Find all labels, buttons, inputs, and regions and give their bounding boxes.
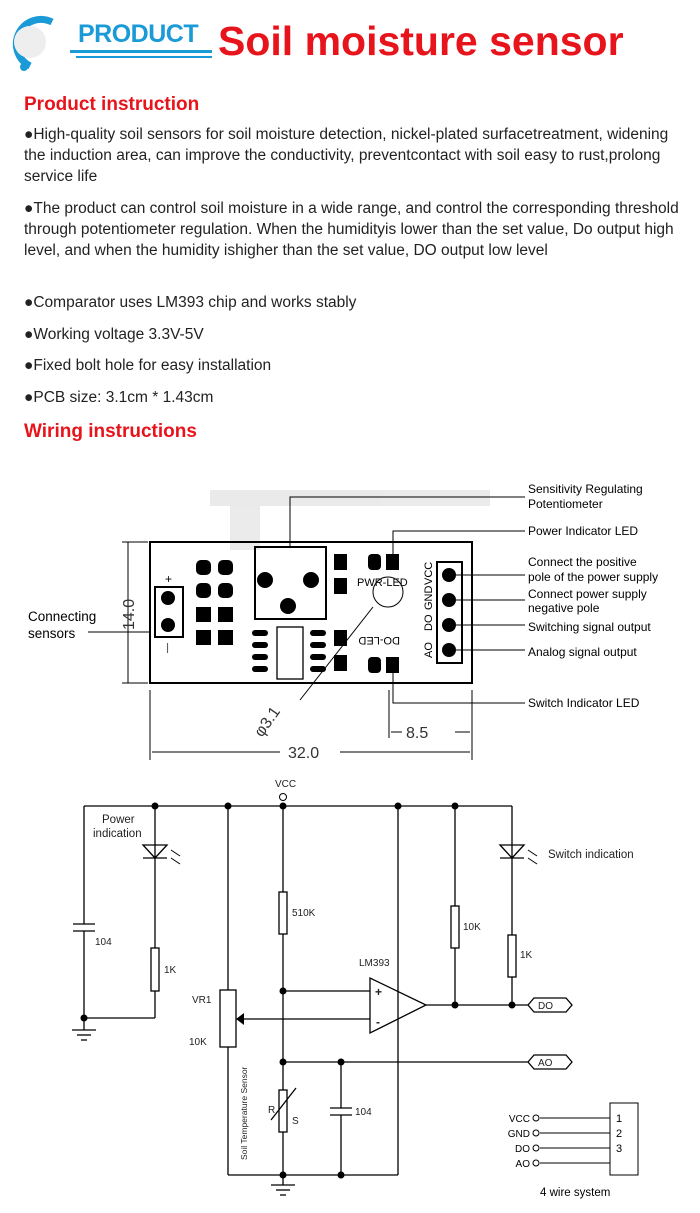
svg-text:8.5: 8.5 — [406, 725, 428, 742]
wiper-arrow-icon — [236, 1013, 244, 1025]
svg-text:104: 104 — [95, 937, 112, 948]
svg-text:pole of the power supply: pole of the power supply — [528, 570, 658, 584]
bullet-materials: ●High-quality soil sensors for soil mois… — [24, 126, 669, 185]
svg-text:φ3.1: φ3.1 — [251, 704, 284, 741]
product-logo — [12, 15, 212, 71]
ground-symbols — [72, 1029, 295, 1196]
ao-net-tag — [527, 1054, 573, 1070]
product-instruction-heading: Product instruction — [24, 94, 200, 115]
svg-text:4 wire system: 4 wire system — [540, 1187, 610, 1199]
svg-text:negative pole: negative pole — [528, 601, 600, 615]
ic-outline — [276, 626, 304, 680]
svg-text:14.0: 14.0 — [121, 599, 138, 630]
svg-text:10K: 10K — [189, 1037, 207, 1048]
led-icon — [141, 844, 538, 865]
mounting-hole — [372, 576, 404, 608]
svg-text:DO: DO — [423, 614, 435, 631]
svg-text:3: 3 — [616, 1143, 622, 1155]
circuit-schematic: VCC 104 1K VR1 10K 510K LM393 + - 10K 1K… — [72, 779, 639, 1199]
wiring-instructions-heading: Wiring instructions — [24, 421, 197, 442]
svg-text:32.0: 32.0 — [288, 745, 319, 762]
svg-text:Soil Temperature Sensor: Soil Temperature Sensor — [239, 1066, 249, 1160]
svg-text:Connect the positive: Connect the positive — [528, 555, 637, 569]
svg-text:510K: 510K — [292, 908, 316, 919]
svg-text:AO: AO — [423, 642, 435, 658]
bullet-comparator: ●Comparator uses LM393 chip and works st… — [24, 294, 357, 311]
svg-text:Switch indication: Switch indication — [548, 849, 634, 861]
tzt-watermark — [210, 490, 490, 550]
svg-text:DO: DO — [515, 1144, 530, 1155]
svg-text:-: - — [376, 1015, 380, 1029]
four-wire-connector: VCC GND DO AO 1 2 3 4 wire system — [508, 1102, 639, 1199]
svg-text:AO: AO — [516, 1159, 531, 1170]
svg-text:S: S — [292, 1116, 299, 1127]
vcc-terminal — [279, 793, 287, 801]
svg-text:VCC: VCC — [275, 779, 296, 790]
svg-text:GND: GND — [423, 586, 435, 611]
svg-text:Power: Power — [102, 814, 135, 826]
bullet-bolt-hole: ●Fixed bolt hole for easy installation — [24, 357, 272, 374]
svg-text:+: + — [375, 985, 382, 999]
svg-text:LM393: LM393 — [359, 958, 390, 969]
brand-label: PRODUCT — [78, 20, 199, 48]
do-led-silk: DO-LED — [358, 634, 400, 646]
svg-text:Analog signal output: Analog signal output — [528, 645, 637, 659]
sensor-connector — [154, 586, 184, 638]
svg-text:1K: 1K — [520, 950, 533, 961]
svg-text:Sensitivity Regulating: Sensitivity Regulating — [528, 482, 643, 496]
svg-text:1K: 1K — [164, 965, 177, 976]
callout-labels: Sensitivity Regulating Potentiometer Pow… — [28, 482, 658, 710]
pwr-led-silk: PWR-LED — [357, 577, 408, 589]
svg-text:1: 1 — [616, 1113, 622, 1125]
svg-text:sensors: sensors — [28, 626, 76, 641]
bullet-pcb-size: ●PCB size: 3.1cm * 1.43cm — [24, 389, 214, 406]
svg-text:Power Indicator LED: Power Indicator LED — [528, 524, 638, 538]
svg-text:VR1: VR1 — [192, 995, 212, 1006]
svg-text:Switch Indicator LED: Switch Indicator LED — [528, 696, 640, 710]
smd-pads — [196, 554, 399, 673]
page-title: Soil moisture sensor — [218, 18, 624, 64]
pcb-board-drawing: + — PWR-LED DO-LED — [149, 541, 473, 684]
svg-text:Connecting: Connecting — [28, 609, 96, 624]
svg-text:104: 104 — [355, 1107, 372, 1118]
svg-text:10K: 10K — [463, 922, 481, 933]
svg-text:indication: indication — [93, 828, 142, 840]
svg-text:Potentiometer: Potentiometer — [528, 497, 603, 511]
svg-text:VCC: VCC — [509, 1114, 530, 1125]
svg-text:AO: AO — [538, 1058, 553, 1069]
junction-dots — [80, 802, 516, 1179]
callout-leaders — [88, 496, 525, 760]
svg-text:2: 2 — [616, 1128, 622, 1140]
svg-text:Connect power supply: Connect power supply — [528, 587, 647, 601]
bullet-voltage: ●Working voltage 3.3V-5V — [24, 326, 204, 343]
svg-text:Switching signal output: Switching signal output — [528, 620, 651, 634]
svg-text:VCC: VCC — [423, 562, 435, 585]
minus-mark: — — [162, 643, 173, 653]
svg-text:DO: DO — [538, 1001, 553, 1012]
pin-header — [436, 561, 463, 664]
svg-text:GND: GND — [508, 1129, 530, 1140]
plus-mark: + — [165, 572, 172, 586]
do-net-tag — [527, 997, 573, 1013]
svg-text:R: R — [268, 1105, 275, 1116]
bullet-threshold: ●The product can control soil moisture i… — [24, 200, 679, 259]
